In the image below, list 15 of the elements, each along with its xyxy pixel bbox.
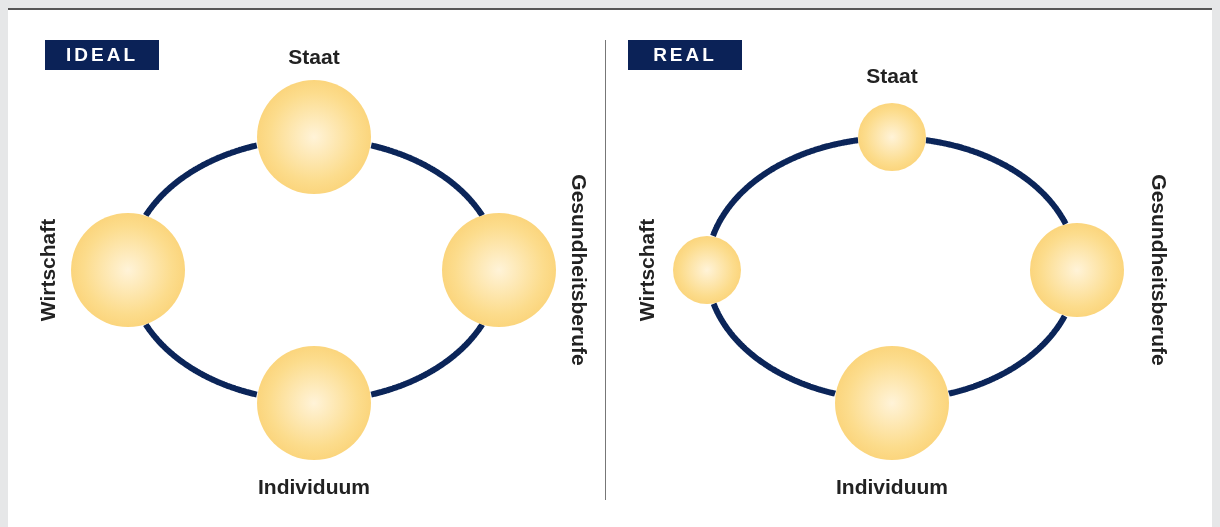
connector-arc <box>369 322 485 398</box>
node-caption: Individuum <box>258 475 370 497</box>
node-caption: Staat <box>288 45 340 67</box>
node-caption: Wirtschaft <box>36 218 58 322</box>
panel-badge: IDEAL <box>45 40 159 70</box>
connector-arc <box>143 322 259 398</box>
node-caption: Staat <box>866 64 918 86</box>
node-caption: Gesundheitsberufe <box>568 174 590 366</box>
panel-badge: REAL <box>628 40 742 70</box>
node-caption: Gesundheitsberufe <box>1148 174 1170 366</box>
node-caption: Individuum <box>836 475 948 497</box>
node-caption: Wirtschaft <box>635 218 657 322</box>
connector-arc <box>369 142 485 218</box>
connector-arc <box>946 313 1068 397</box>
connector-arc <box>143 142 259 218</box>
